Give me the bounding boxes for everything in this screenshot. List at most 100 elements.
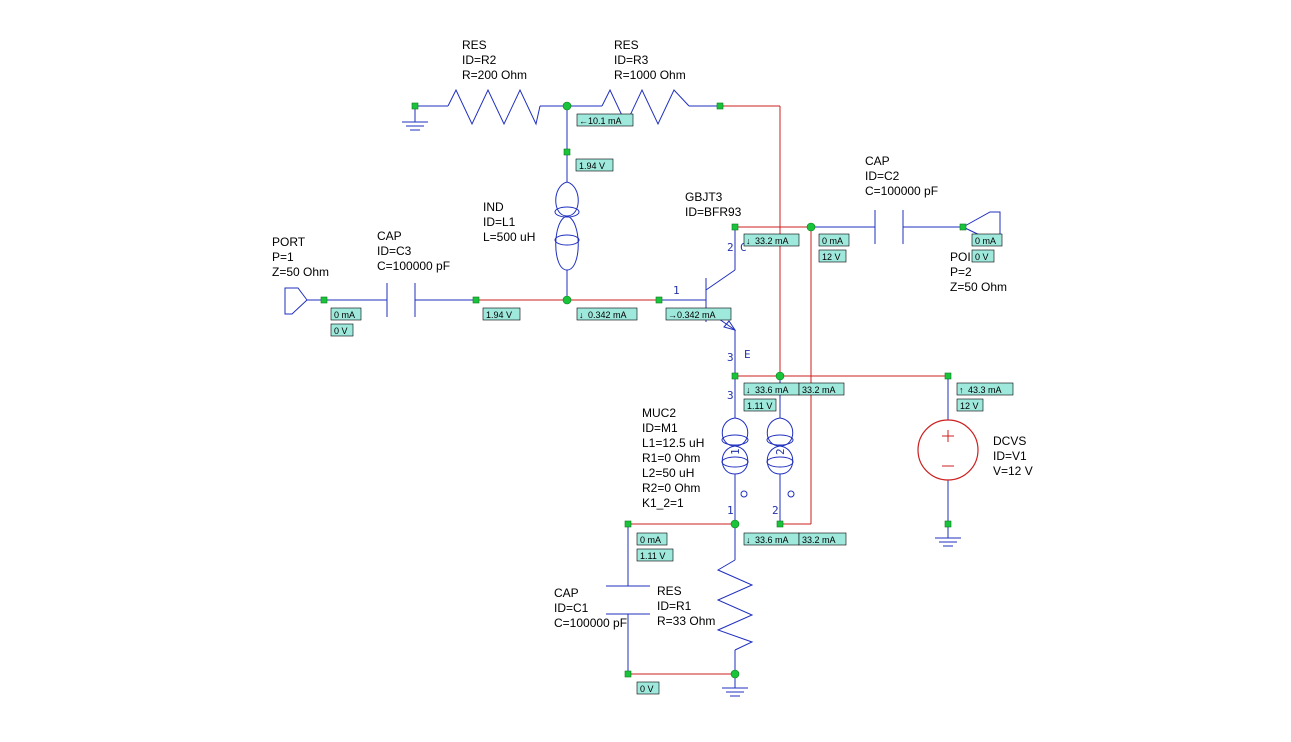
svg-text:ID=R1: ID=R1 xyxy=(657,599,692,613)
svg-text:K1_2=1: K1_2=1 xyxy=(642,496,684,510)
annotation-value: 0 mA xyxy=(975,236,996,246)
svg-text:GBJT3: GBJT3 xyxy=(685,190,723,204)
svg-text:CAP: CAP xyxy=(865,154,890,168)
svg-text:RES: RES xyxy=(462,38,487,52)
annotation-emitter-current: ↓33.6 mA xyxy=(743,382,800,396)
label-r3: RES ID=R3 R=1000 Ohm xyxy=(614,38,686,82)
wires xyxy=(307,105,963,697)
annotation-value: 12 V xyxy=(960,401,979,411)
resistor-r2-symbol[interactable] xyxy=(447,88,541,126)
annotation-value: 0 V xyxy=(334,326,348,336)
svg-text:POI: POI xyxy=(950,250,971,264)
svg-text:C: C xyxy=(740,241,747,254)
annotation-value: 1.11 V xyxy=(747,401,772,411)
svg-text:IND: IND xyxy=(483,200,504,214)
svg-text:Z=50 Ohm: Z=50 Ohm xyxy=(950,280,1007,294)
label-v1: DCVS ID=V1 V=12 V xyxy=(993,434,1033,478)
svg-text:ID=M1: ID=M1 xyxy=(642,421,678,435)
bjt-emitter-arrow xyxy=(723,320,737,331)
label-p2: POI P=2 Z=50 Ohm xyxy=(950,250,1007,294)
current-direction-arrow-icon: ← xyxy=(579,116,588,126)
resistor-r3-symbol[interactable] xyxy=(601,88,690,126)
annotation-value: 33.2 mA xyxy=(802,385,836,395)
annotation-value: 0 V xyxy=(975,252,989,262)
current-direction-arrow-icon: ↓ xyxy=(746,236,751,246)
svg-text:ID=C2: ID=C2 xyxy=(865,169,900,183)
annotation-value: 0 V xyxy=(640,684,654,694)
svg-text:ID=R3: ID=R3 xyxy=(614,53,649,67)
annotation-boxes: ←10.1 mA1.94 V0 mA0 V1.94 V↓0.342 mA→0.3… xyxy=(330,113,1014,695)
svg-text:1: 1 xyxy=(727,504,734,517)
annotation-v1-current: ↑43.3 mA xyxy=(956,382,1014,396)
port-p1-symbol[interactable] xyxy=(284,287,308,315)
annotation-gnd-voltage: 0 V xyxy=(636,681,660,695)
annotation-m-bot2-current: 33.2 mA xyxy=(798,532,847,546)
current-direction-arrow-icon: → xyxy=(668,310,677,320)
annotation-value: 0.342 mA xyxy=(677,310,716,320)
annotation-value: 1.94 V xyxy=(579,161,605,171)
label-l1: IND ID=L1 L=500 uH xyxy=(483,200,535,244)
annotation-m-bot1-current: ↓33.6 mA xyxy=(743,532,800,546)
resistor-r1-symbol[interactable] xyxy=(716,559,754,651)
svg-text:V=12 V: V=12 V xyxy=(993,464,1033,478)
annotation-port2-voltage: 0 V xyxy=(971,249,995,263)
annotation-value: 12 V xyxy=(822,252,841,262)
annotation-m-pin2-current: 33.2 mA xyxy=(798,382,845,396)
svg-text:ID=C1: ID=C1 xyxy=(554,601,589,615)
svg-text:DCVS: DCVS xyxy=(993,434,1026,448)
label-c3: CAP ID=C3 C=100000 pF xyxy=(377,229,450,273)
inductor-l1-symbol[interactable] xyxy=(554,181,580,271)
svg-text:RES: RES xyxy=(657,584,682,598)
label-p1: PORT P=1 Z=50 Ohm xyxy=(272,235,329,279)
annotation-r2r3-current: ←10.1 mA xyxy=(576,113,634,127)
annotation-port1-current: 0 mA xyxy=(330,307,362,321)
svg-text:1: 1 xyxy=(729,448,742,455)
label-m1: MUC2 ID=M1 L1=12.5 uH R1=0 Ohm L2=50 uH … xyxy=(642,406,704,510)
capacitor-c2-symbol[interactable] xyxy=(874,210,904,244)
label-c2: CAP ID=C2 C=100000 pF xyxy=(865,154,938,198)
svg-text:R2=0 Ohm: R2=0 Ohm xyxy=(642,481,700,495)
svg-text:R=1000 Ohm: R=1000 Ohm xyxy=(614,68,686,82)
svg-text:ID=R2: ID=R2 xyxy=(462,53,497,67)
current-direction-arrow-icon: ↓ xyxy=(746,535,751,545)
svg-text:C=100000 pF: C=100000 pF xyxy=(554,616,627,630)
svg-text:R1=0 Ohm: R1=0 Ohm xyxy=(642,451,700,465)
svg-text:E: E xyxy=(744,348,751,361)
svg-text:ID=V1: ID=V1 xyxy=(993,449,1027,463)
annotation-value: 0 mA xyxy=(640,535,661,545)
annotation-value: 0 mA xyxy=(334,310,355,320)
annotation-c3-out-voltage: 1.94 V xyxy=(482,307,521,321)
svg-text:3: 3 xyxy=(727,351,734,364)
current-direction-arrow-icon: ↓ xyxy=(579,310,584,320)
svg-text:3: 3 xyxy=(727,389,734,402)
svg-text:RES: RES xyxy=(614,38,639,52)
connection-nodes xyxy=(320,101,967,679)
svg-text:R=33 Ohm: R=33 Ohm xyxy=(657,614,715,628)
svg-text:ID=L1: ID=L1 xyxy=(483,215,516,229)
annotation-port1-voltage: 0 V xyxy=(330,323,354,337)
svg-text:C=100000 pF: C=100000 pF xyxy=(377,259,450,273)
svg-text:L2=50 uH: L2=50 uH xyxy=(642,466,694,480)
coupled-inductor-m1-symbol[interactable] xyxy=(721,417,795,498)
svg-text:2: 2 xyxy=(774,448,787,455)
annotation-value: 1.11 V xyxy=(640,551,665,561)
annotation-c2-in-voltage: 12 V xyxy=(818,249,847,263)
current-direction-arrow-icon: ↑ xyxy=(959,385,964,395)
svg-text:ID=BFR93: ID=BFR93 xyxy=(685,205,742,219)
annotation-l1-bottom-current: ↓0.342 mA xyxy=(576,307,638,321)
svg-text:1: 1 xyxy=(673,284,680,297)
pin-numbers: 1 2 C 3 E 3 1 2 1 2 xyxy=(673,241,787,517)
label-r1: RES ID=R1 R=33 Ohm xyxy=(657,584,715,628)
voltage-source-v1-symbol[interactable] xyxy=(917,419,979,481)
annotation-value: 10.1 mA xyxy=(588,116,622,126)
capacitor-c1-symbol[interactable] xyxy=(606,585,650,615)
annotation-value: 33.6 mA xyxy=(755,385,789,395)
label-r2: RES ID=R2 R=200 Ohm xyxy=(462,38,527,82)
svg-text:2: 2 xyxy=(727,241,734,254)
capacitor-c3-symbol[interactable] xyxy=(386,283,416,317)
annotation-value: 33.2 mA xyxy=(802,535,836,545)
annotation-value: 33.2 mA xyxy=(755,236,789,246)
svg-text:P=1: P=1 xyxy=(272,250,294,264)
annotation-base-current: →0.342 mA xyxy=(665,307,732,321)
